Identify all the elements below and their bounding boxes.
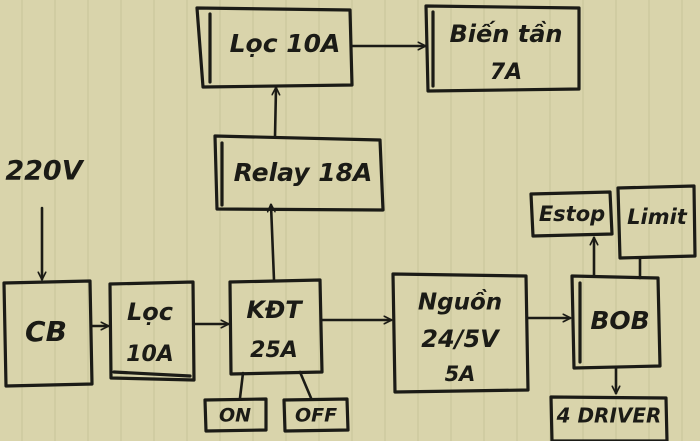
cb-block: CB (2, 279, 94, 388)
limit-label: Limit (627, 205, 688, 229)
estop-label: Estop (539, 202, 605, 226)
inverter-label-name: Biến tần (450, 19, 563, 48)
psu-block: Nguồn 24/5V 5A (391, 272, 530, 394)
arrow-kdt-to-relay (271, 205, 274, 282)
bob-block: BOB (570, 274, 662, 370)
filter-in-label-name: Lọc (127, 298, 173, 326)
estop-block: Estop (529, 190, 614, 238)
driver-label: 4 DRIVER (556, 404, 662, 428)
cb-label: CB (25, 315, 67, 348)
off-label: OFF (295, 405, 337, 427)
filter-in-block: Lọc 10A (108, 280, 196, 382)
bob-label: BOB (590, 306, 649, 335)
off-button-block: OFF (282, 397, 350, 433)
inverter-label-rating: 7A (490, 60, 522, 85)
psu-label-name: Nguồn (418, 289, 502, 316)
relay-block: Relay 18A (213, 134, 385, 212)
kdt-label-rating: 25A (250, 338, 298, 363)
filter-top-block: Lọc 10A (195, 6, 354, 89)
on-label: ON (219, 405, 251, 427)
filter-top-label: Lọc 10A (230, 29, 341, 58)
kdt-block: KĐT 25A (228, 278, 324, 376)
driver-block: 4 DRIVER (549, 395, 669, 441)
on-button-block: ON (203, 397, 268, 433)
wire-kdt-to-on (238, 371, 245, 400)
psu-label-voltage: 24/5V (421, 325, 501, 353)
psu-label-current: 5A (445, 362, 476, 386)
arrow-relay-to-filter-top (275, 88, 276, 139)
kdt-label-name: KĐT (246, 296, 303, 324)
inverter-block: Biến tần 7A (424, 4, 581, 93)
wire-kdt-to-off (298, 370, 313, 400)
input-label-220v: 220V (5, 156, 84, 187)
limit-block: Limit (616, 184, 697, 260)
filter-in-label-rating: 10A (126, 342, 174, 367)
relay-label: Relay 18A (234, 158, 373, 187)
